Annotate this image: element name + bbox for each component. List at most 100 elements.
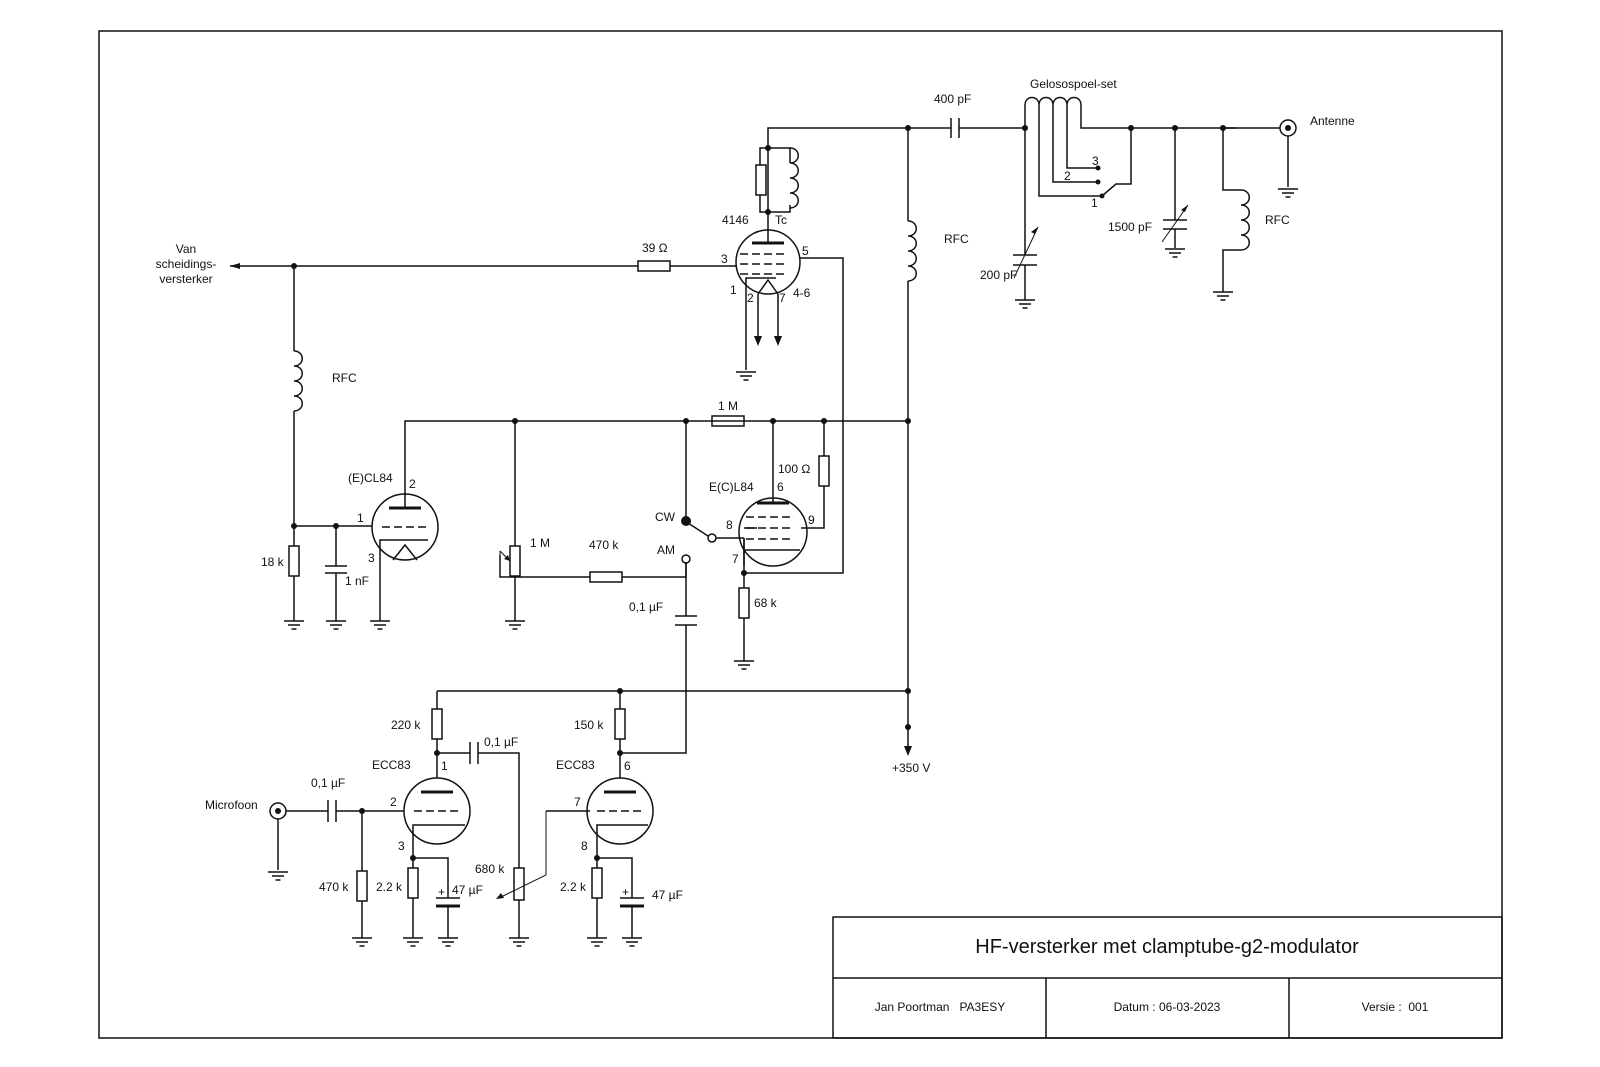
r100-label: 100 Ω <box>778 462 810 476</box>
pot-1M: 1 M <box>499 418 550 630</box>
pin-label: 5 <box>802 244 809 258</box>
switch-pos-label: 2 <box>1064 169 1071 183</box>
r470k-mod-label: 470 k <box>589 538 619 552</box>
pin-label: 2 <box>390 795 397 809</box>
c01-mic-label: 0,1 µF <box>311 776 345 790</box>
resistor-220k: 220 k <box>391 691 443 778</box>
resistor-100ohm: 100 Ω <box>778 418 830 487</box>
coilset-label: Gelosospoel-set <box>1030 77 1117 91</box>
resistor-68k: 68 k <box>733 570 778 670</box>
resistor-1M: 1 M <box>711 399 745 427</box>
rfc-anode: RFC <box>905 125 969 727</box>
cw-am-switch: CW AM <box>655 418 744 564</box>
g2-feed-wire <box>744 257 844 574</box>
drawing-title: HF-versterker met clamptube-g2-modulator <box>975 936 1359 958</box>
label-39ohm: 39 Ω <box>642 241 668 255</box>
capacitor-1nF: 1 nF <box>325 523 369 630</box>
tube-ecl84-pentode-type: E(C)L84 <box>709 480 754 494</box>
pin-label: 1 <box>730 283 737 297</box>
microphone-input: Microfoon 0,1 µF <box>205 776 404 881</box>
drawing-frame <box>98 30 1503 1039</box>
capacitor-400pF: 400 pF <box>908 92 1025 138</box>
tube-4146-type: 4146 <box>722 213 749 227</box>
pin-label: 1 <box>441 759 448 773</box>
pin-label: 8 <box>726 518 733 532</box>
junction-dot <box>905 418 911 424</box>
pot-680k: 680 k <box>475 811 547 947</box>
c1nF-label: 1 nF <box>345 574 369 588</box>
r150k-label: 150 k <box>574 718 604 732</box>
pin-label: 2 <box>409 477 416 491</box>
pin-label: 7 <box>574 795 581 809</box>
cathode-network-b: + 2.2 k 47 µF <box>560 848 683 947</box>
antenna-connector: Antenne <box>1223 114 1355 198</box>
author: Jan Poortman PA3ESY <box>875 1000 1006 1014</box>
r470k-grid-label: 470 k <box>319 880 349 894</box>
supply-label: +350 V <box>892 761 930 775</box>
polarity-mark: + <box>622 885 629 899</box>
resistor-470k-grid: 470 k <box>319 811 373 947</box>
version: Versie : 001 <box>1362 1000 1429 1014</box>
date: Datum : 06-03-2023 <box>1114 1000 1221 1014</box>
rfc-ant-label: RFC <box>1265 213 1290 227</box>
resistor-18k: 18 k <box>261 523 305 630</box>
tube-ecl84-triode-type: (E)CL84 <box>348 471 393 485</box>
pin-label: 3 <box>368 551 375 565</box>
r1M-label: 1 M <box>718 399 738 413</box>
c400-label: 400 pF <box>934 92 971 106</box>
coil-set: Gelosospoel-set 3 2 1 <box>1022 77 1236 210</box>
polarity-mark: + <box>438 885 445 899</box>
tube-ecl84-triode: (E)CL84 2 1 3 <box>348 420 908 630</box>
c01-inter-label: 0,1 µF <box>484 735 518 749</box>
pin-label: 4-6 <box>793 286 811 300</box>
title-block: HF-versterker met clamptube-g2-modulator… <box>832 916 1503 1039</box>
cathode-network-a: + 2.2 k 47 µF <box>376 848 483 947</box>
rfc-anode-label: RFC <box>944 232 969 246</box>
c200-label: 200 pF <box>980 268 1017 282</box>
capacitor-200pF: 200 pF <box>980 128 1039 309</box>
capacitor-interstage: 0,1 µF <box>437 735 520 868</box>
r68k-label: 68 k <box>754 596 778 610</box>
capacitor-1500pF: 1500 pF <box>1108 125 1189 258</box>
r22k-b-label: 2.2 k <box>560 880 587 894</box>
pin-label: 2 <box>747 291 754 305</box>
pin-label: 3 <box>721 252 728 266</box>
c47-b-label: 47 µF <box>652 888 683 902</box>
pot1M-label: 1 M <box>530 536 550 550</box>
pin-label: 6 <box>624 759 631 773</box>
switch-pos-label: 3 <box>1092 154 1099 168</box>
resistor-150k: 150 k <box>574 691 626 778</box>
pin-label: 3 <box>398 839 405 853</box>
pin-label: 7 <box>732 552 739 566</box>
pin-label: 1 <box>357 511 364 525</box>
tube-4146-extra: Tc <box>775 213 787 227</box>
antenna-label: Antenne <box>1310 114 1355 128</box>
pin-label: 7 <box>779 291 786 305</box>
r22k-a-label: 2.2 k <box>376 880 403 894</box>
cw-label: CW <box>655 510 676 524</box>
c47-a-label: 47 µF <box>452 883 483 897</box>
r220k-label: 220 k <box>391 718 421 732</box>
pin-label: 8 <box>581 839 588 853</box>
pin-label: 9 <box>808 513 815 527</box>
c01-coupling-label: 0,1 µF <box>629 600 663 614</box>
rfc-antenna: RFC <box>1212 125 1290 301</box>
tube-ecc83-b-type: ECC83 <box>556 758 595 772</box>
rfc-grid-label: RFC <box>332 371 357 385</box>
rfc-grid: RFC <box>293 266 372 527</box>
tube-4146: 4146 Tc 3 5 1 2 7 4-6 <box>721 213 811 305</box>
pot680k-label: 680 k <box>475 862 505 876</box>
tube-ecc83-a: ECC83 1 2 3 <box>372 758 471 853</box>
switch-pos-label: 1 <box>1091 196 1098 210</box>
am-label: AM <box>657 543 675 557</box>
r18k-label: 18 k <box>261 555 285 569</box>
anode-tank-4146 <box>755 127 908 230</box>
ht-rail: +350 V <box>437 688 930 775</box>
tube-ecc83-a-type: ECC83 <box>372 758 411 772</box>
cathode-4146 <box>735 285 782 381</box>
tube-ecl84-pentode: E(C)L84 6 8 7 9 <box>709 418 825 573</box>
c1500-label: 1500 pF <box>1108 220 1152 234</box>
capacitor-coupling: 0,1 µF <box>620 563 697 754</box>
